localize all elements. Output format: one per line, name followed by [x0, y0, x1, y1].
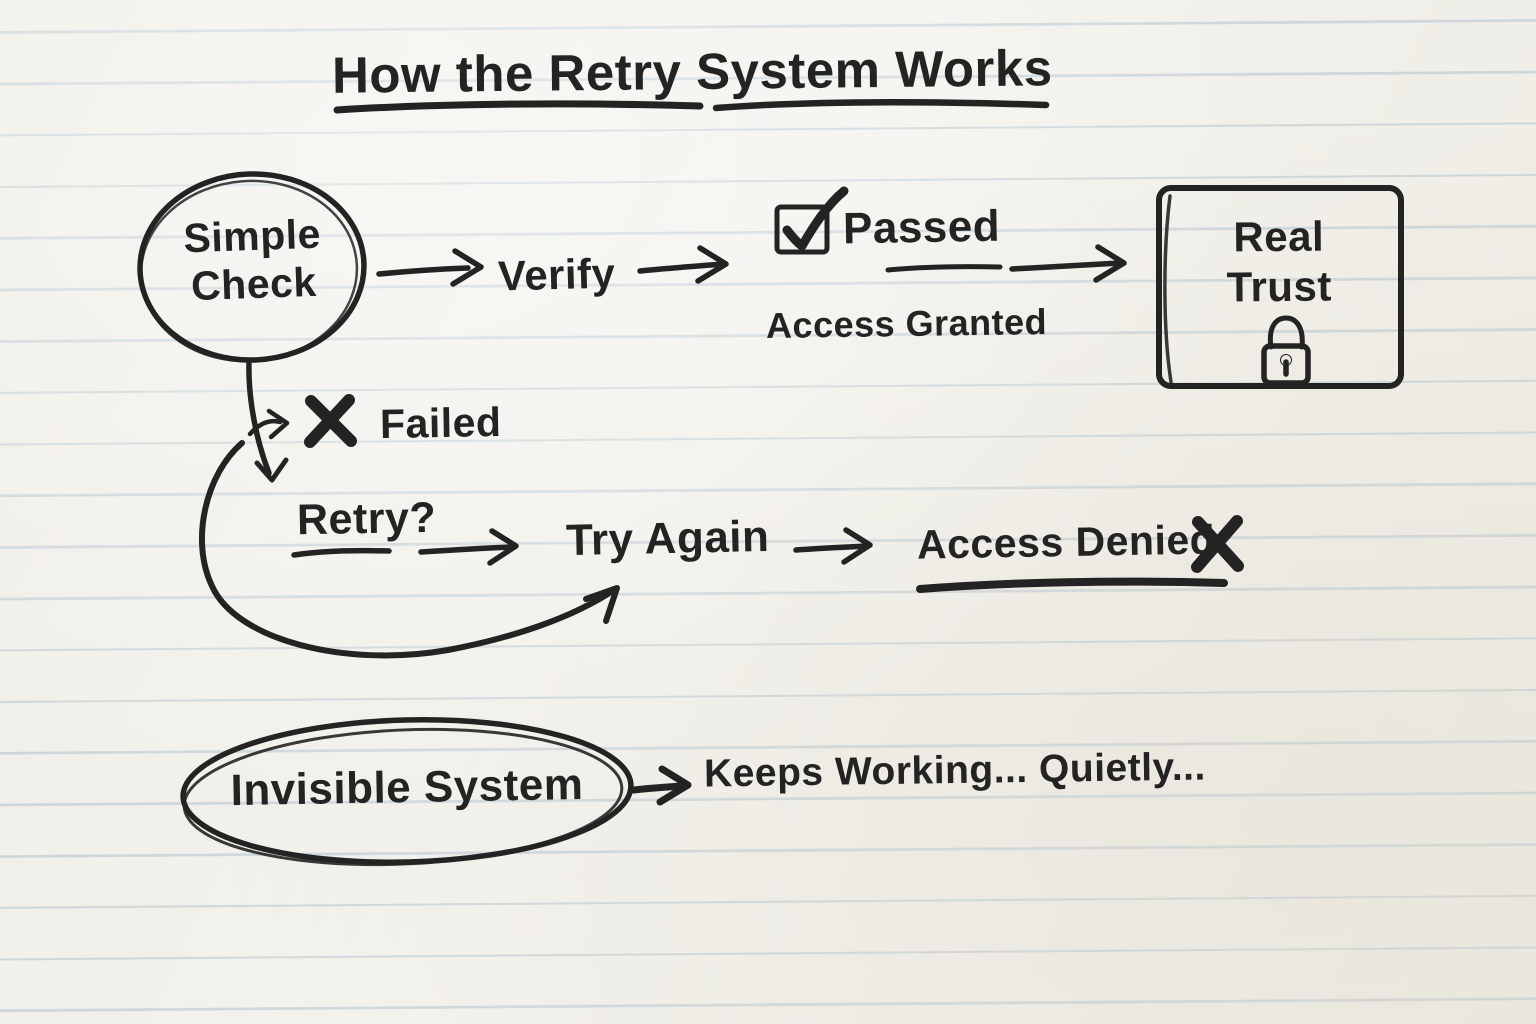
connector-branch-to-failed — [247, 408, 290, 440]
label-access-granted: Access Granted — [765, 301, 1048, 346]
node-invisible-system: Invisible System — [230, 759, 584, 816]
retry-loop-arrow — [198, 440, 620, 659]
label-keeps-working: Keeps Working... Quietly... — [703, 745, 1207, 796]
node-simple-check: Simple Check — [182, 210, 322, 310]
page-title: How the Retry System Works — [331, 39, 1053, 104]
simple-check-oval — [137, 171, 367, 363]
x-mark-icon — [1191, 515, 1244, 573]
checkbox-checked-icon — [774, 186, 849, 255]
label-access-denied: Access Denied — [916, 516, 1216, 568]
node-real-trust: Real Trust — [1226, 212, 1333, 311]
retry-underline — [291, 547, 392, 558]
title-underline — [333, 99, 1050, 114]
node-verify: Verify — [497, 249, 617, 300]
label-failed: Failed — [379, 398, 502, 448]
arrow-retry-to-try-again — [418, 528, 519, 566]
x-mark-icon — [304, 394, 357, 448]
arrow-try-again-to-denied — [793, 527, 873, 565]
real-trust-box — [1156, 185, 1404, 389]
arrow-verify-to-passed — [637, 245, 729, 284]
node-retry: Retry? — [296, 493, 437, 545]
arrow-passed-to-trust — [1009, 244, 1127, 283]
passed-underline — [885, 264, 1003, 273]
node-try-again: Try Again — [565, 511, 770, 566]
arrow-check-to-verify — [376, 248, 484, 287]
connector-check-to-retry — [246, 359, 289, 483]
arrow-invisible-to-keeps — [630, 765, 692, 806]
label-passed: Passed — [842, 201, 1001, 254]
padlock-icon — [1261, 315, 1311, 386]
access-denied-underline — [916, 577, 1228, 593]
invisible-system-oval — [180, 717, 634, 867]
